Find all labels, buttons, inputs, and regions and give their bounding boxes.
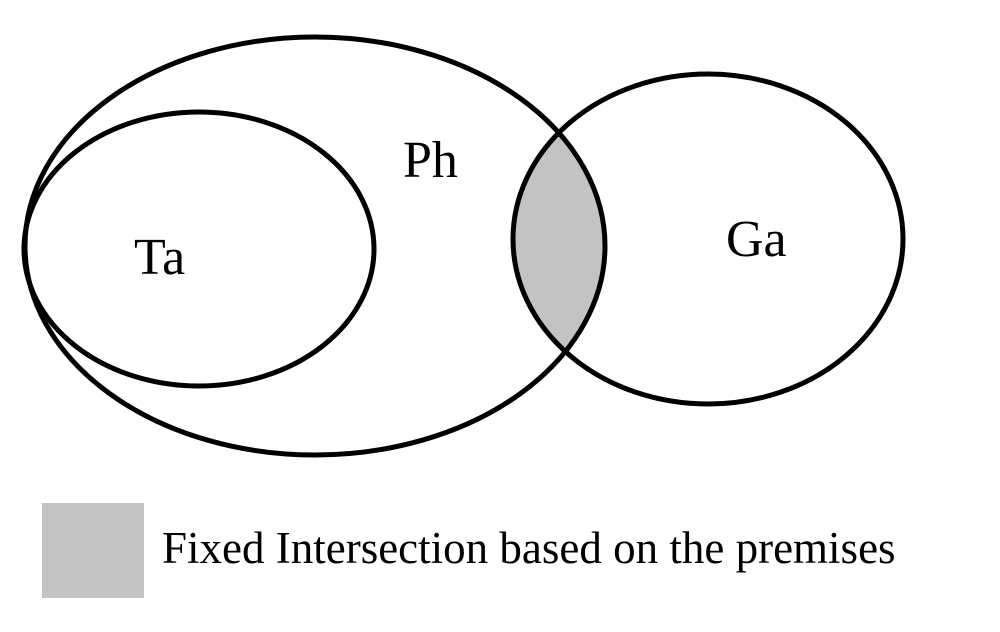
- set-ta-ellipse: [21, 109, 377, 389]
- set-ph-label: Ph: [403, 132, 458, 189]
- legend-text: Fixed Intersection based on the premises: [162, 523, 896, 573]
- set-ga-label: Ga: [726, 211, 787, 268]
- legend-swatch: [42, 503, 144, 598]
- set-ta-label: Ta: [134, 229, 185, 286]
- set-ga-ellipse: [510, 71, 906, 407]
